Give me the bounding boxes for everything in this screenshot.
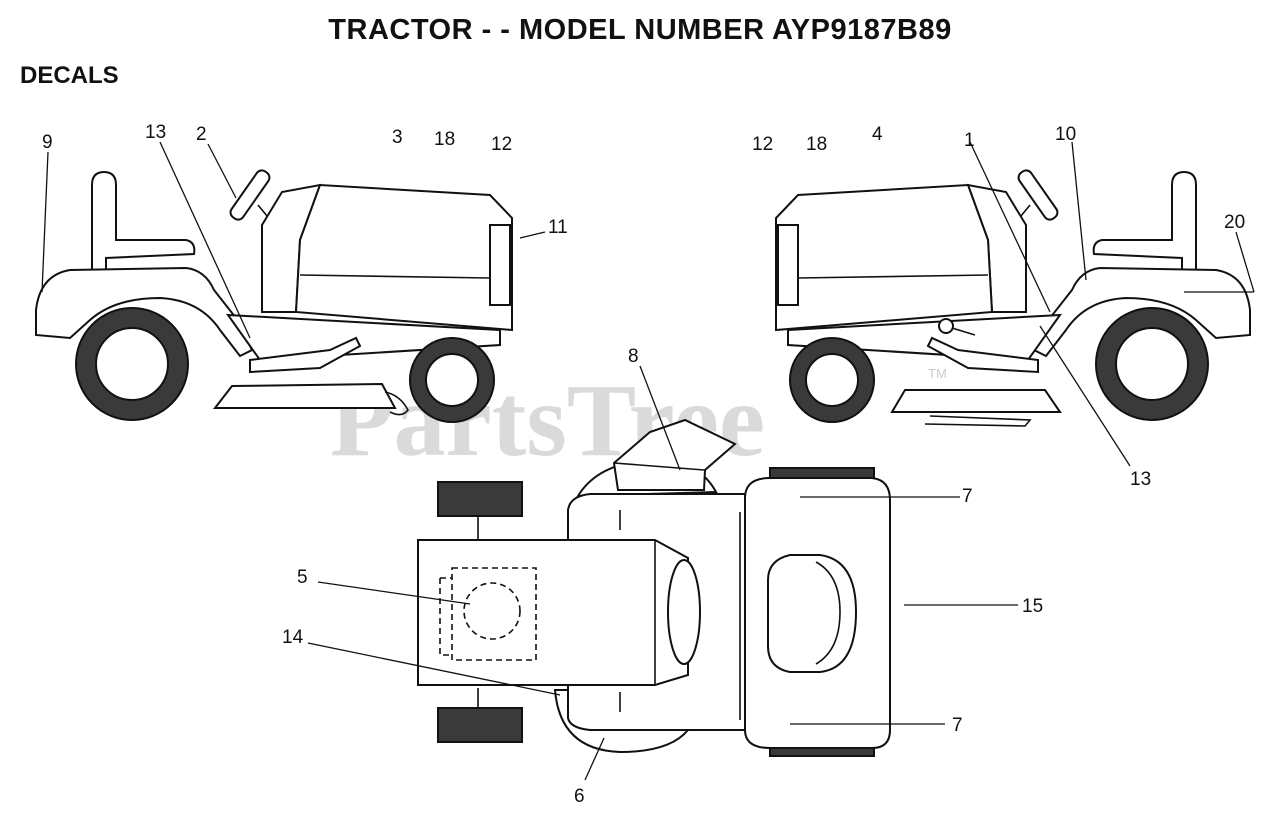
- callout-18: 18: [434, 129, 455, 150]
- callout-13: 13: [145, 122, 166, 143]
- callout-12: 12: [491, 134, 512, 155]
- callout-4: 4: [872, 124, 883, 145]
- callout-7: 7: [962, 486, 973, 507]
- callout-13: 13: [1130, 469, 1151, 490]
- callout-5: 5: [297, 567, 308, 588]
- callout-2: 2: [196, 124, 207, 145]
- callout-1: 1: [964, 130, 975, 151]
- leader-lines: [41, 141, 1255, 781]
- callout-12: 12: [752, 134, 773, 155]
- tractor-left-view: [35, 169, 513, 423]
- callout-8: 8: [628, 346, 639, 367]
- callout-3: 3: [392, 127, 403, 148]
- tractor-top-view: [417, 418, 891, 757]
- section-heading: DECALS: [20, 62, 119, 89]
- callout-18: 18: [806, 134, 827, 155]
- callout-7: 7: [952, 715, 963, 736]
- page-title: TRACTOR - - MODEL NUMBER AYP9187B89: [328, 14, 952, 46]
- callout-20: 20: [1224, 212, 1245, 233]
- callout-14: 14: [282, 627, 304, 648]
- callout-6: 6: [574, 786, 585, 807]
- tractor-right-view: [775, 169, 1251, 427]
- callout-11: 11: [548, 217, 568, 238]
- callout-15: 15: [1022, 596, 1043, 617]
- callout-10: 10: [1055, 124, 1076, 145]
- watermark-trademark: TM: [928, 366, 947, 381]
- callout-labels: 9 13 2 3 18 12 11 12 18 4 1 10 20 13 8 7…: [42, 122, 1245, 807]
- callout-9: 9: [42, 132, 53, 153]
